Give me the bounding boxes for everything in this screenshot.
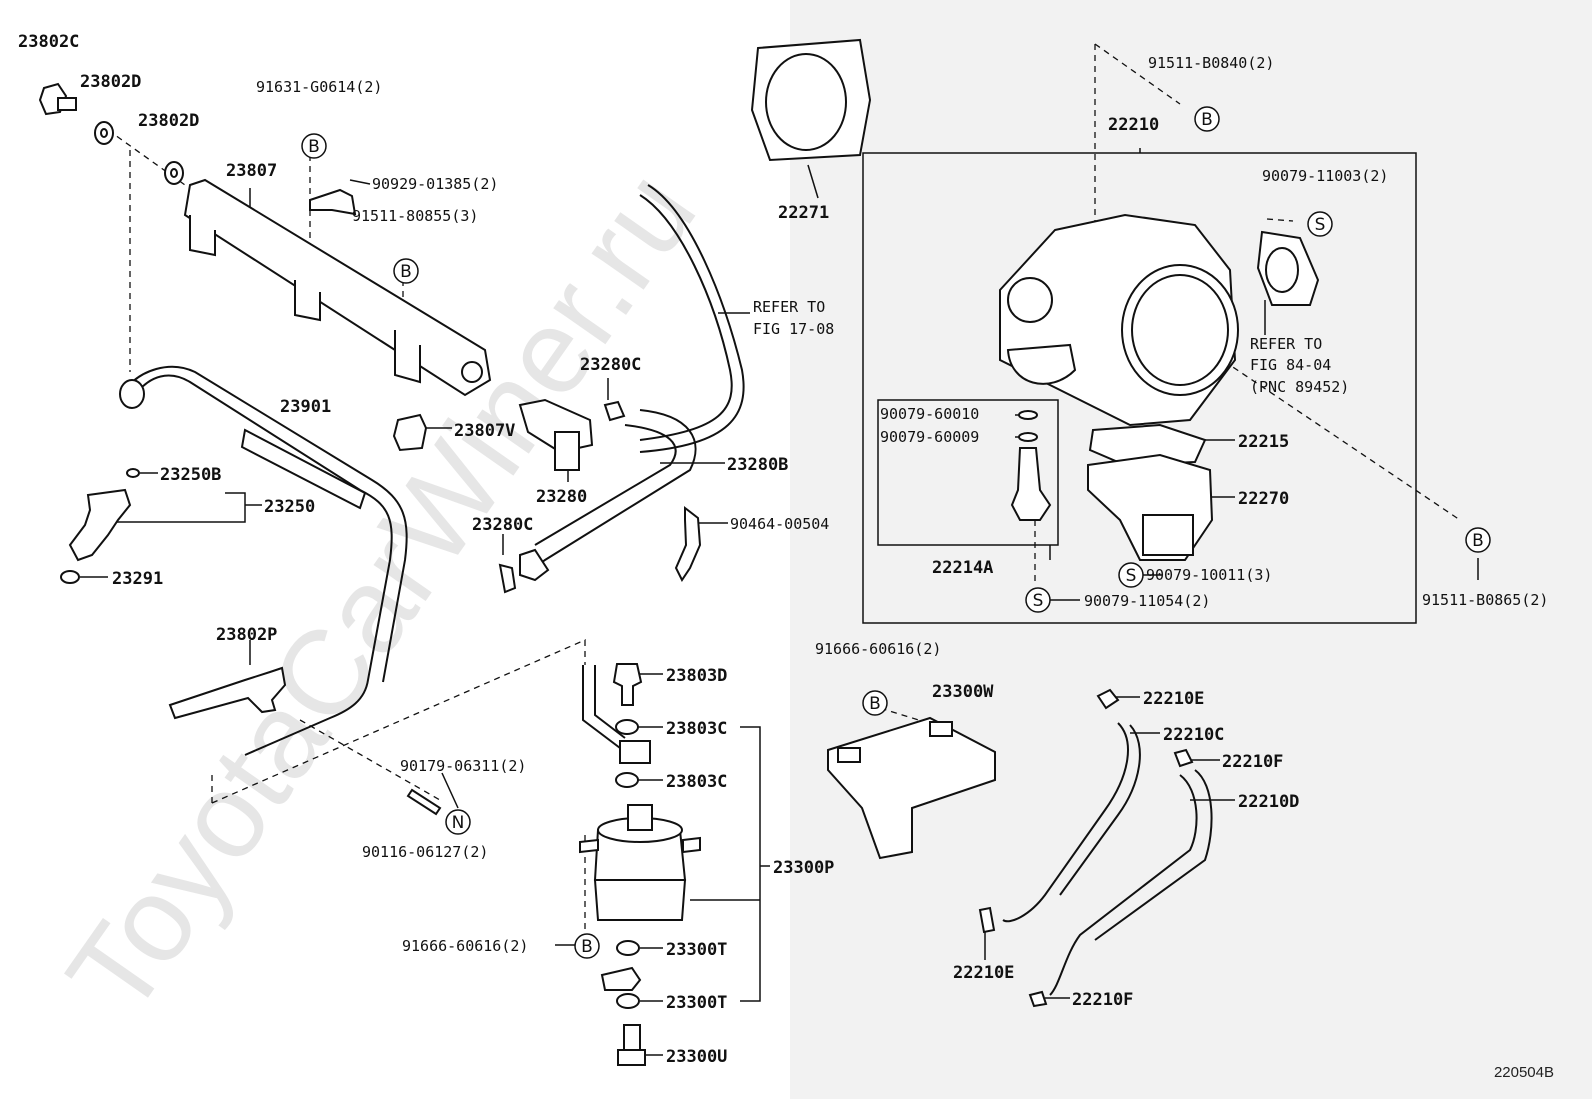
svg-text:S: S [1033, 591, 1044, 611]
marker-n: N [445, 809, 471, 835]
part-label: 91511-B0840(2) [1148, 54, 1274, 72]
svg-text:S: S [1126, 566, 1137, 586]
marker-b: B [1465, 527, 1491, 553]
svg-text:B: B [869, 694, 881, 714]
part-label: 23807 [226, 161, 277, 181]
part-label: 23803C [666, 719, 727, 739]
marker-s: S [1025, 587, 1051, 613]
part-label: 22215 [1238, 432, 1289, 452]
part-label: 22210E [1143, 689, 1204, 709]
leader-lines [80, 43, 1479, 1056]
part-label: (PNC 89452) [1250, 378, 1349, 396]
part-label: FIG 84-04 [1250, 356, 1331, 374]
part-label: 22271 [778, 203, 829, 223]
part-label: 23300W [932, 682, 994, 702]
marker-s: S [1307, 211, 1333, 237]
part-label: 23280C [472, 515, 533, 535]
part-label: 23802D [138, 111, 199, 131]
marker-b: B [574, 933, 600, 959]
part-label: 90079-60010 [880, 405, 979, 423]
part-label: 22210E [953, 963, 1014, 983]
part-label: 23300T [666, 993, 727, 1013]
marker-b: B [301, 133, 327, 159]
part-label: 90116-06127(2) [362, 843, 488, 861]
part-label: 23802D [80, 72, 141, 92]
part-label: 90079-11054(2) [1084, 592, 1210, 610]
part-label: 91666-60616(2) [402, 937, 528, 955]
diagram-code: 220504B [1493, 1064, 1554, 1081]
part-label: 23300P [773, 858, 834, 878]
part-label: 22270 [1238, 489, 1289, 509]
svg-text:B: B [0, 0, 6, 5]
svg-text:N: N [452, 813, 465, 833]
part-label: 23300T [666, 940, 727, 960]
part-label: 23250 [264, 497, 315, 517]
part-label: 23250B [160, 465, 221, 485]
svg-text:B: B [400, 262, 412, 282]
part-label: 23901 [280, 397, 331, 417]
part-label: 90464-00504 [730, 515, 829, 533]
marker-s: S [1118, 562, 1144, 588]
svg-text:B: B [1201, 110, 1213, 130]
part-drawings [38, 38, 1320, 1066]
part-label: 90179-06311(2) [400, 757, 526, 775]
marker-b: B [393, 258, 419, 284]
part-label: 23280C [580, 355, 641, 375]
part-label: 22214A [932, 558, 993, 578]
part-label: 22210F [1222, 752, 1283, 772]
part-labels: 23802C 23802D 23802D 23807 91631-G0614(2… [18, 32, 1548, 1067]
part-label: REFER TO [1250, 335, 1322, 353]
part-label: 91666-60616(2) [815, 640, 941, 658]
part-label: 23807V [454, 421, 515, 441]
part-label: FIG 17-08 [753, 320, 834, 338]
part-label: 23291 [112, 569, 163, 589]
part-label: 90079-10011(3) [1146, 566, 1272, 584]
svg-text:B: B [308, 137, 320, 157]
part-label: 91511-80855(3) [352, 207, 478, 225]
marker-b: B [862, 690, 888, 716]
part-label: 23802C [18, 32, 79, 52]
part-label: 23803D [666, 666, 727, 686]
part-label: 90929-01385(2) [372, 175, 498, 193]
part-label: 22210C [1163, 725, 1224, 745]
part-label: 91631-G0614(2) [256, 78, 382, 96]
part-label: 22210 [1108, 115, 1159, 135]
part-label: 22210D [1238, 792, 1299, 812]
part-label: 23803C [666, 772, 727, 792]
part-label: 22210F [1072, 990, 1133, 1010]
svg-text:B: B [1472, 531, 1484, 551]
part-label: 23802P [216, 625, 277, 645]
part-label: 23300U [666, 1047, 727, 1067]
part-label: REFER TO [753, 298, 825, 316]
part-label: 23280B [727, 455, 788, 475]
marker-b: B [1194, 106, 1220, 132]
part-label: 90079-60009 [880, 428, 979, 446]
svg-text:B: B [581, 937, 593, 957]
markers: B B B B S S S B N B B [0, 0, 1491, 959]
throttle-body-group-frame [862, 152, 1417, 624]
sensor-subgroup-frame [877, 399, 1059, 546]
part-label: 90079-11003(2) [1262, 167, 1388, 185]
part-label: 23280 [536, 487, 587, 507]
part-label: 91511-B0865(2) [1422, 591, 1548, 609]
svg-text:S: S [1315, 215, 1326, 235]
